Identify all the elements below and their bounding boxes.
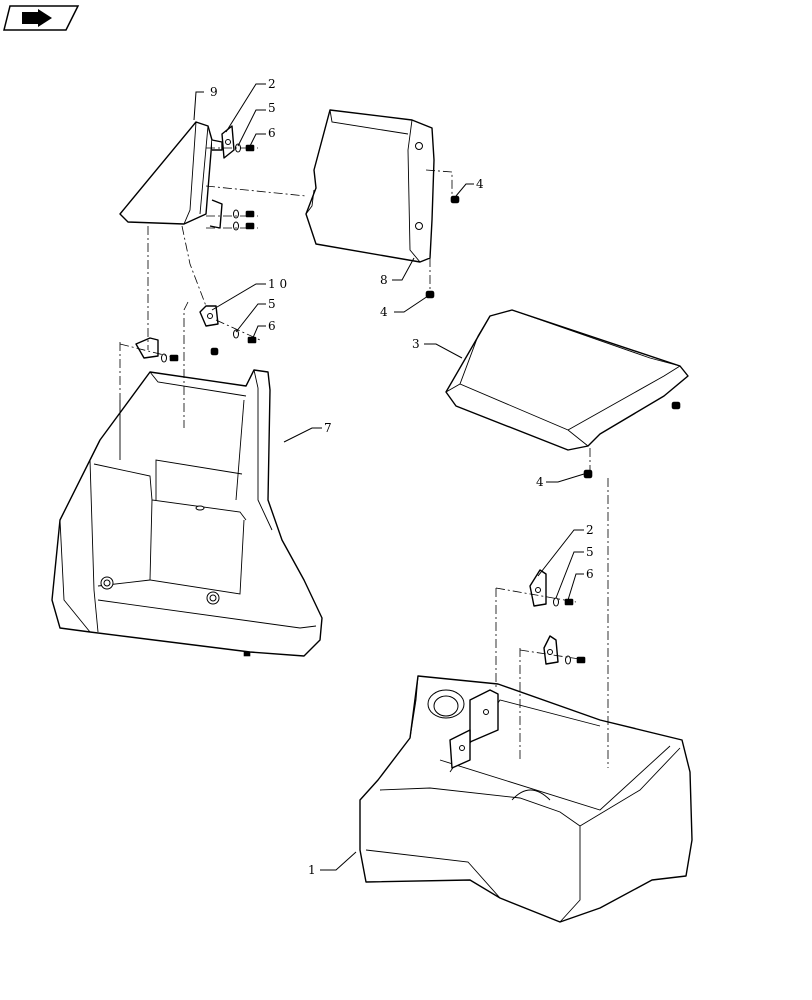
nut-4-cushion-right <box>671 401 681 410</box>
part-1-base-console <box>359 675 693 923</box>
callout-9: 9 <box>210 85 218 99</box>
hardware-middle-set <box>210 329 257 356</box>
callout-5-upper: 5 <box>268 101 276 115</box>
part-10-bracket <box>199 305 219 327</box>
lower-bracket-second <box>543 635 586 665</box>
part-2-bracket-lower <box>529 569 574 607</box>
small-bracket-left <box>135 337 179 363</box>
book-arrow-icon[interactable] <box>3 5 80 31</box>
callout-6-middle: 6 <box>268 319 276 333</box>
part-7-console-housing <box>51 369 323 657</box>
callout-10: 1 0 <box>268 277 287 291</box>
part-9-side-panel <box>119 121 223 229</box>
callout-4-lower: 4 <box>536 475 544 489</box>
callout-2-lower: 2 <box>586 523 594 537</box>
part-8-rear-panel <box>305 109 435 263</box>
nut-4-upper <box>450 195 460 204</box>
leader-lines <box>193 83 585 871</box>
callout-1: 1 <box>308 863 316 877</box>
callout-5-middle: 5 <box>268 297 276 311</box>
callout-8: 8 <box>380 273 388 287</box>
part-3-armrest-cushion <box>445 309 689 451</box>
nut-4-lower <box>583 469 593 479</box>
callout-5-lower: 5 <box>586 545 594 559</box>
callouts: 9 2 5 6 4 8 4 1 0 5 6 7 3 4 2 5 6 1 <box>210 77 594 877</box>
hardware-upper-set <box>233 143 255 231</box>
callout-4-upper: 4 <box>476 177 484 191</box>
callout-4-middle: 4 <box>380 305 388 319</box>
callout-6-lower: 6 <box>586 567 594 581</box>
callout-3: 3 <box>412 337 420 351</box>
callout-2-upper: 2 <box>268 77 276 91</box>
callout-7: 7 <box>324 421 332 435</box>
callout-6-upper: 6 <box>268 126 276 140</box>
part-2-bracket-upper <box>221 125 235 159</box>
